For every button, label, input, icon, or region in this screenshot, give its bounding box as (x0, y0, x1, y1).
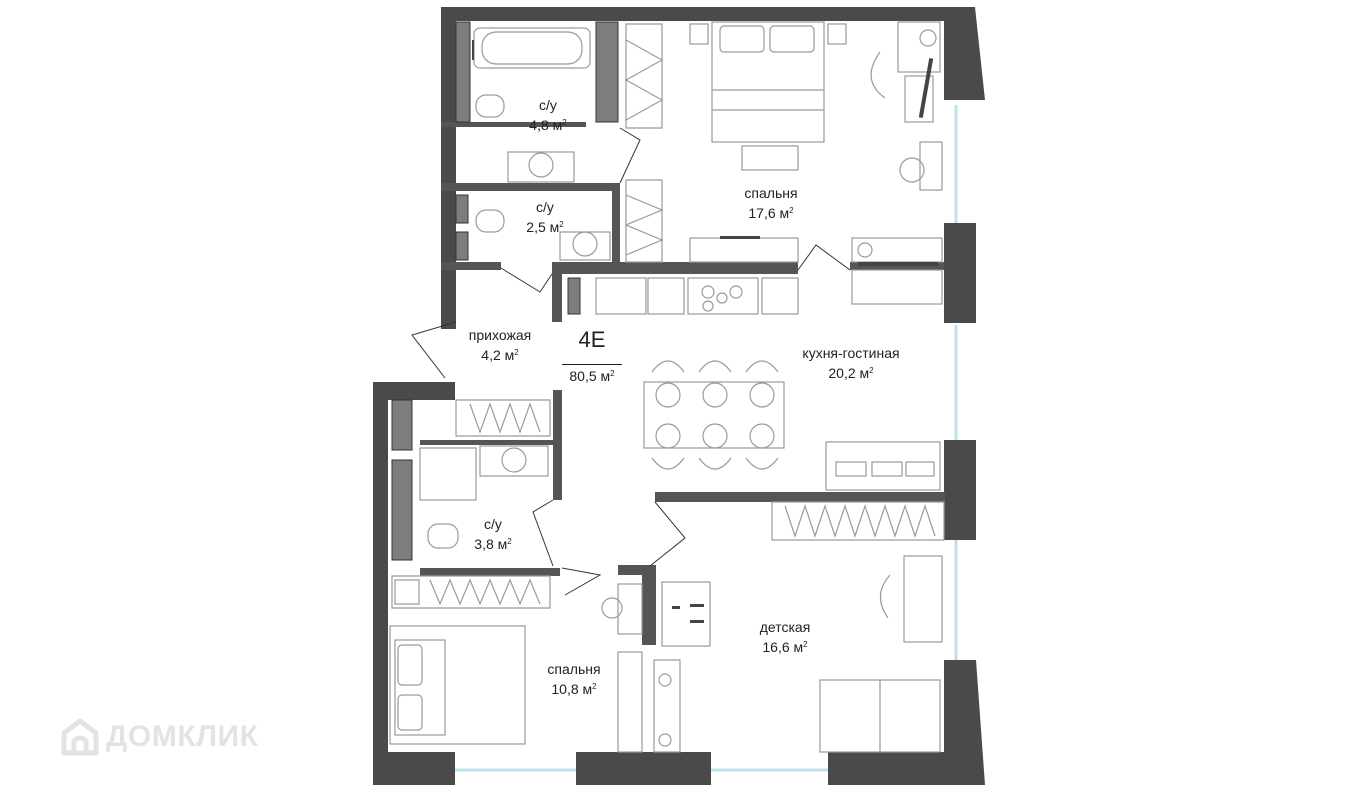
room-area: 4,8 м (529, 117, 563, 133)
windows (455, 105, 958, 772)
room-label-bedroom-2: спальня 10,8 м2 (547, 660, 600, 698)
unit-badge: 4Е 80,5 м2 (562, 323, 622, 384)
area-unit-sup: 2 (507, 537, 512, 546)
area-unit-sup: 2 (592, 682, 597, 691)
area-unit-sup: 2 (559, 220, 564, 229)
room-area: 20,2 м (828, 365, 870, 381)
room-name: прихожая (468, 327, 532, 343)
room-label-kitchen-living: кухня-гостиная 20,2 м2 (802, 344, 899, 382)
room-area: 17,6 м (748, 205, 790, 221)
house-logo-icon (61, 718, 99, 756)
room-label-bedroom-1: спальня 17,6 м2 (744, 184, 797, 222)
room-label-bathroom-2: с/у 2,5 м2 (526, 198, 563, 236)
room-label-kids-room: детская 16,6 м2 (760, 618, 811, 656)
room-label-bathroom-1: с/у 4,8 м2 (529, 96, 566, 134)
furniture (389, 21, 945, 753)
room-name: с/у (484, 516, 502, 532)
gray-fills (391, 21, 619, 561)
room-label-bathroom-3: с/у 3,8 м2 (474, 515, 511, 553)
room-name: с/у (536, 199, 554, 215)
unit-code: 4Е (578, 327, 606, 352)
area-unit-sup: 2 (562, 118, 567, 127)
room-name: спальня (744, 185, 798, 201)
area-unit-sup: 2 (803, 640, 808, 649)
unit-total-area: 80,5 м (569, 368, 611, 384)
room-label-hallway: прихожая 4,2 м2 (469, 326, 531, 364)
outer-walls (373, 7, 985, 785)
area-unit-sup: 2 (869, 366, 874, 375)
watermark-text: ДОМКЛИК (106, 720, 259, 753)
area-unit-sup: 2 (610, 369, 615, 378)
domclick-watermark: ДОМКЛИК (60, 712, 258, 762)
dark-furniture-accents (472, 40, 938, 623)
room-name: с/у (539, 97, 557, 113)
room-name: детская (759, 619, 811, 635)
partitions (420, 122, 945, 645)
doors (411, 127, 851, 596)
room-name: спальня (547, 661, 601, 677)
area-unit-sup: 2 (514, 348, 519, 357)
room-name: кухня-гостиная (802, 345, 900, 361)
room-area: 16,6 м (762, 639, 804, 655)
room-area: 3,8 м (474, 536, 508, 552)
badge-divider (562, 364, 622, 365)
room-area: 2,5 м (526, 219, 560, 235)
room-area: 10,8 м (551, 681, 593, 697)
room-area: 4,2 м (481, 347, 515, 363)
area-unit-sup: 2 (789, 206, 794, 215)
